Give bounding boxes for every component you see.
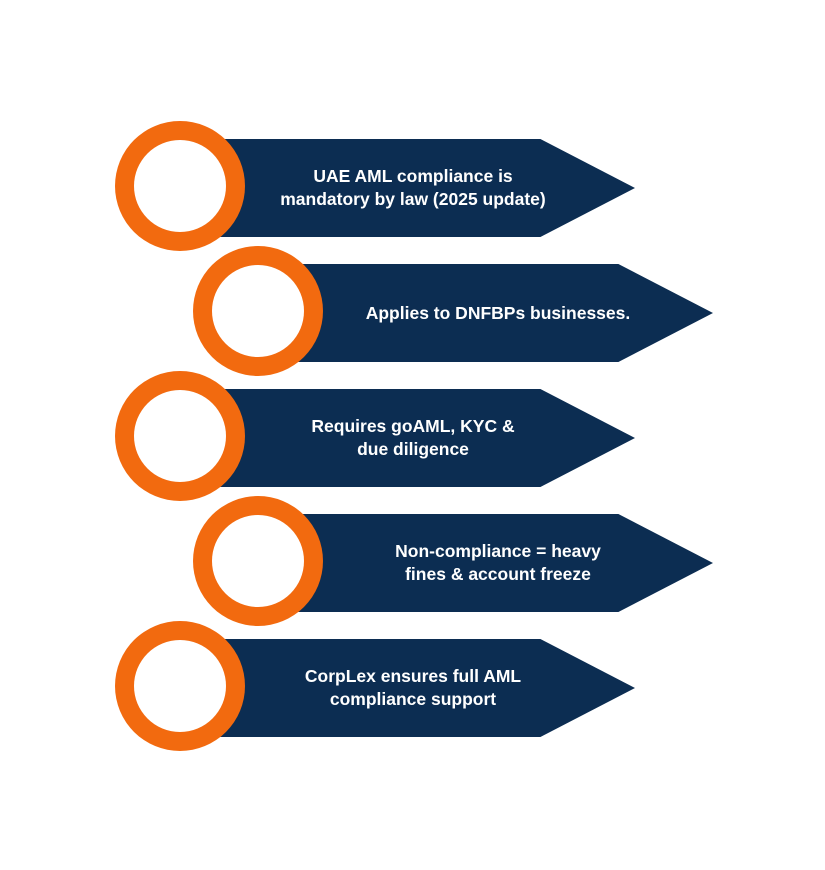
step-1: UAE AML compliance is mandatory by law (… <box>115 121 635 251</box>
ring-center <box>212 515 304 607</box>
arrow-banner <box>283 264 713 362</box>
orange-ring-icon <box>115 621 245 751</box>
arrow-banner <box>205 389 635 487</box>
step-label: UAE AML compliance is mandatory by law (… <box>280 166 546 209</box>
orange-ring-icon <box>193 246 323 376</box>
step-4: Non-compliance = heavy fines & account f… <box>193 496 713 626</box>
step-5: CorpLex ensures full AML compliance supp… <box>115 621 635 751</box>
step-2: Applies to DNFBPs businesses. <box>193 246 713 376</box>
orange-ring-icon <box>115 121 245 251</box>
step-label: CorpLex ensures full AML compliance supp… <box>304 666 522 709</box>
orange-ring-icon <box>115 371 245 501</box>
ring-center <box>134 640 226 732</box>
ring-center <box>134 140 226 232</box>
step-3: Requires goAML, KYC & due diligence <box>115 371 635 501</box>
ring-center <box>212 265 304 357</box>
orange-ring-icon <box>193 496 323 626</box>
arrow-banner <box>205 639 635 737</box>
ring-center <box>134 390 226 482</box>
arrow-banner <box>205 139 635 237</box>
step-label: Non-compliance = heavy fines & account f… <box>395 541 601 584</box>
arrow-banner <box>283 514 713 612</box>
step-label: Requires goAML, KYC & due diligence <box>311 416 515 459</box>
step-label: Applies to DNFBPs businesses. <box>365 302 631 323</box>
